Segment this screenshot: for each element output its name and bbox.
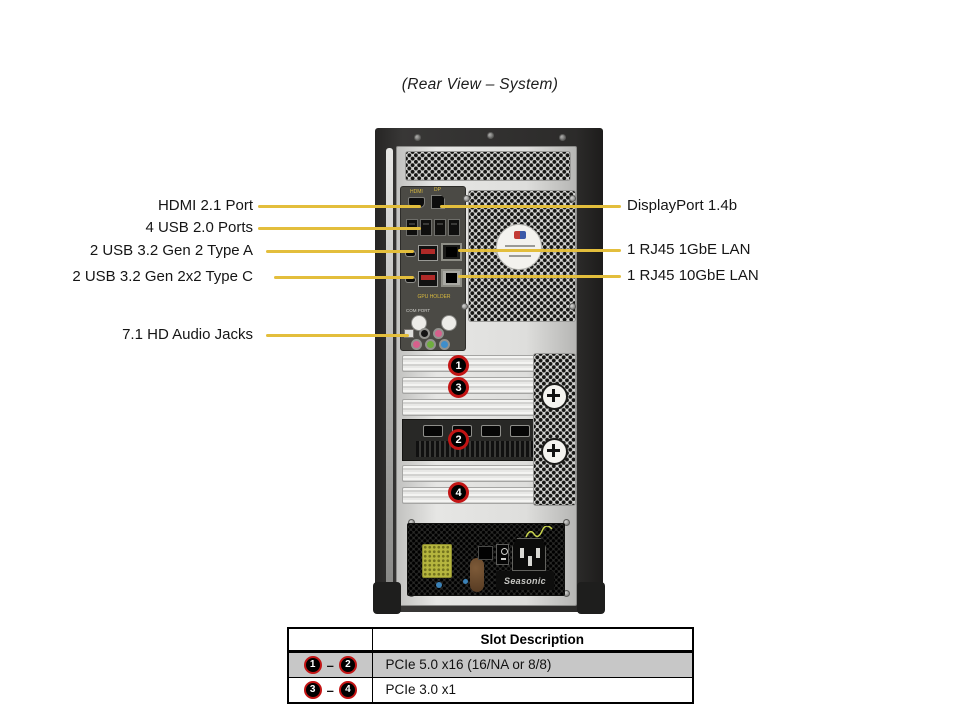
power-switch (496, 544, 509, 565)
table-header-row: Slot Description (287, 627, 694, 653)
usb2-port (448, 219, 460, 236)
ac-power-inlet (512, 538, 546, 571)
slot-cover-1 (402, 355, 541, 372)
slot-range-cell: 1 – 2 (287, 650, 373, 678)
label-hdmi: HDMI 2.1 Port (157, 197, 253, 214)
slot-cover-3 (402, 377, 541, 394)
callout-line-audio (266, 334, 409, 337)
range-dash: – (326, 657, 334, 673)
usba-gen2-port (418, 245, 438, 261)
audio-jack-green (425, 339, 436, 350)
slot-cover-blank (402, 465, 541, 482)
label-10gbe: 1 RJ45 10GbE LAN (627, 267, 759, 284)
psu-detail (463, 579, 468, 584)
slot-badge-4: 4 (448, 482, 469, 503)
slot-badge-1: 1 (303, 656, 322, 674)
screw-icon (463, 195, 470, 202)
psu-spec-label (422, 544, 452, 578)
screw-icon (569, 303, 576, 310)
slot-description-cell: PCIe 5.0 x16 (16/NA or 8/8) (371, 650, 694, 678)
slot-range-cell: 3 – 4 (287, 676, 373, 704)
audio-jack-blue (439, 339, 450, 350)
slot-description-table: Slot Description 1 – 2 PCIe 5.0 x16 (16/… (287, 627, 694, 704)
screw-icon (559, 134, 566, 141)
optical-audio-port (404, 329, 414, 338)
ac-pin (520, 548, 524, 558)
tower-rear-view: HDMI DP GPU HOLDER COM PORT (373, 128, 605, 614)
slot-badge-2: 2 (338, 656, 357, 674)
thumbscrew-icon (541, 383, 568, 410)
screw-icon (414, 134, 421, 141)
gpu-display-connector (510, 425, 530, 437)
callout-line-1gbe (458, 249, 621, 252)
wire-icon (525, 526, 553, 538)
slot-badge-3: 3 (448, 377, 469, 398)
top-vent (405, 151, 571, 181)
audio-jack-pink (433, 328, 444, 339)
usb2-port (420, 219, 432, 236)
gpu-card (402, 419, 541, 461)
screw-icon (461, 303, 468, 310)
ac-pin (536, 548, 540, 558)
slot-cover-blank (402, 399, 541, 416)
gpu-display-connector (481, 425, 501, 437)
fan-logo-icon (514, 231, 526, 239)
callout-line-usb32-c (274, 276, 414, 279)
callout-line-10gbe (458, 275, 621, 278)
chassis-foot (373, 582, 401, 614)
table-header-description: Slot Description (371, 627, 694, 653)
callout-line-usb2 (258, 227, 421, 230)
slot-badge-1: 1 (448, 355, 469, 376)
label-displayport: DisplayPort 1.4b (627, 197, 738, 214)
io-panel: HDMI DP GPU HOLDER COM PORT (400, 186, 466, 351)
callout-line-hdmi (258, 205, 421, 208)
slot-badge-3: 3 (303, 681, 322, 700)
slot-badge-2: 2 (448, 429, 469, 450)
side-panel-edge (386, 148, 393, 592)
audio-jack-pink (411, 339, 422, 350)
table-row: 3 – 4 PCIe 3.0 x1 (287, 676, 694, 704)
rj45-10gbe-port (441, 269, 462, 287)
label-usb32-c: 2 USB 3.2 Gen 2x2 Type C (72, 268, 253, 285)
thumbscrew-icon (541, 438, 568, 465)
label-usb32-a: 2 USB 3.2 Gen 2 Type A (89, 242, 253, 259)
usb2-port (434, 219, 446, 236)
gpu-heatsink (416, 441, 536, 457)
slot-description-cell: PCIe 3.0 x1 (371, 676, 694, 704)
gpu-holder-label: GPU HOLDER (417, 294, 451, 300)
slot-cover-4 (402, 487, 541, 504)
label-audio: 7.1 HD Audio Jacks (122, 326, 253, 343)
audio-jack-black (419, 328, 430, 339)
range-dash: – (326, 682, 334, 698)
psu-component (478, 546, 493, 560)
com-port-label: COM PORT (406, 308, 431, 313)
label-usb2: 4 USB 2.0 Ports (145, 219, 253, 236)
callout-line-usb32-a (266, 250, 414, 253)
label-1gbe: 1 RJ45 1GbE LAN (627, 241, 751, 258)
hdmi-port-label: HDMI (410, 189, 423, 195)
chassis-foot (577, 582, 605, 614)
table-header-badges (287, 627, 373, 653)
psu-detail (436, 582, 442, 588)
gpu-display-connector (423, 425, 443, 437)
psu-detail (470, 558, 484, 592)
table-row: 1 – 2 PCIe 5.0 x16 (16/NA or 8/8) (287, 650, 694, 678)
screw-icon (487, 132, 494, 139)
rj45-1gbe-port (441, 243, 462, 261)
screw-icon (569, 195, 576, 202)
fan-label-text (509, 255, 531, 257)
usba-gen2x2-port (418, 271, 438, 287)
fan-label (496, 224, 542, 270)
antenna-hole (441, 315, 457, 331)
psu-brand-label: Seasonic (496, 571, 554, 590)
slot-badge-4: 4 (338, 681, 357, 700)
figure-title: (Rear View – System) (401, 76, 559, 93)
dp-port-label: DP (434, 187, 441, 193)
callout-line-displayport (440, 205, 621, 208)
ac-pin (528, 556, 532, 566)
screw-icon (563, 519, 570, 526)
psu: Seasonic (407, 523, 565, 596)
fan-label-text (505, 245, 535, 247)
side-vent (533, 353, 576, 506)
